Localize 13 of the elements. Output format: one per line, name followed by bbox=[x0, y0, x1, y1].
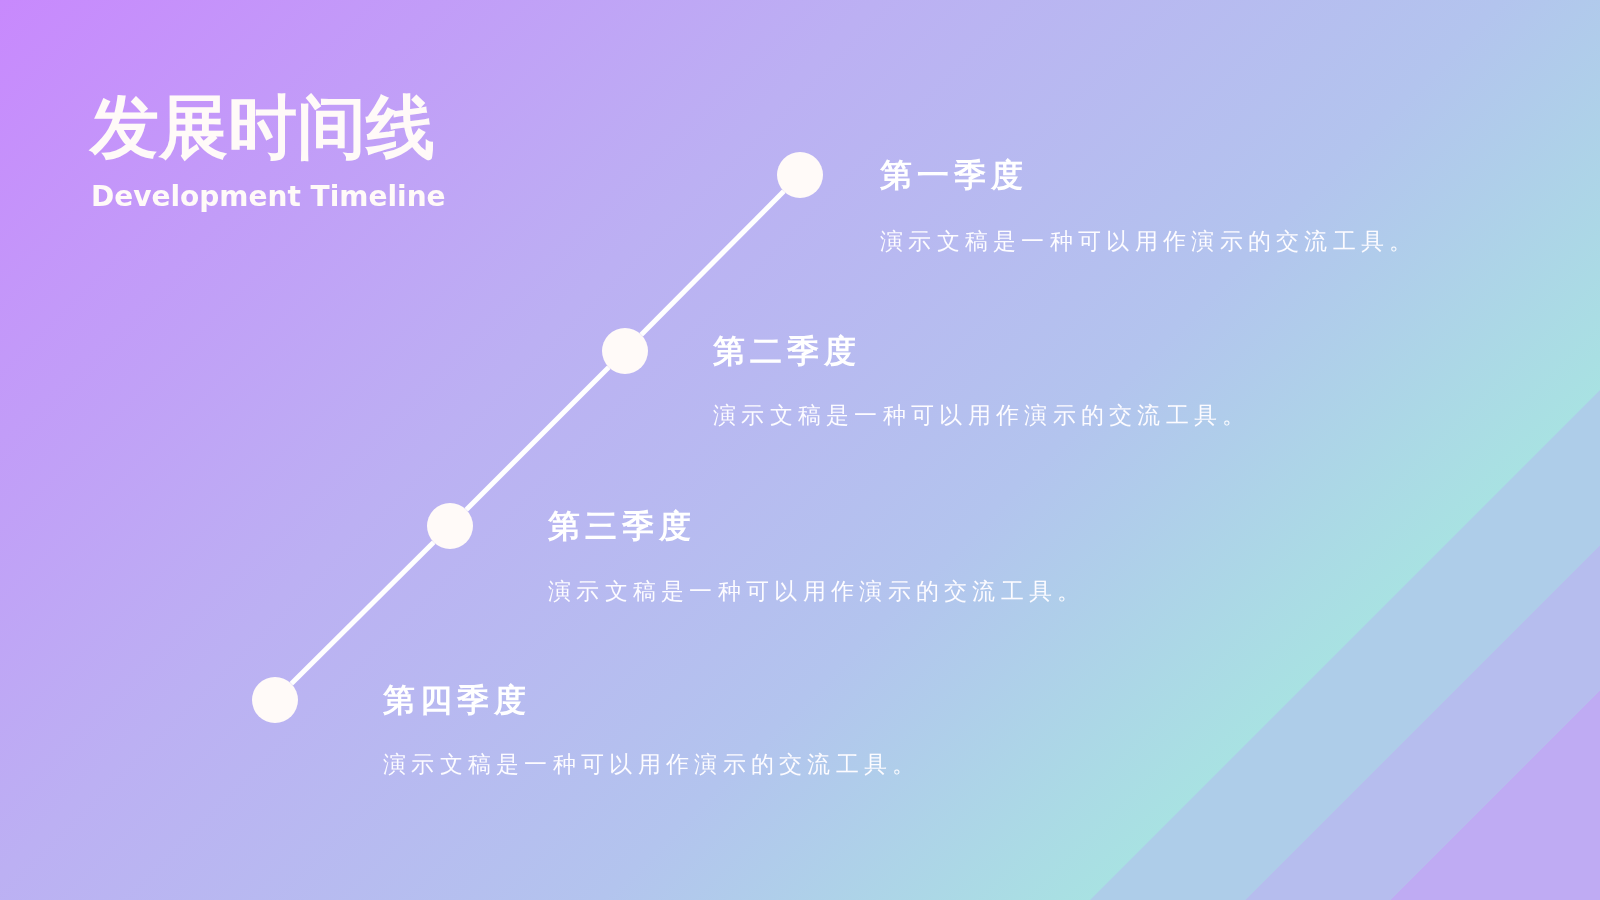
timeline-line bbox=[289, 540, 436, 686]
description-text: 演示文稿是一种可以用作演示的交流工具。 bbox=[548, 578, 1086, 606]
quarter-heading: 第三季度 bbox=[548, 506, 696, 546]
timeline-line bbox=[464, 365, 611, 512]
description-text: 演示文稿是一种可以用作演示的交流工具。 bbox=[713, 402, 1251, 430]
quarter-heading: 第二季度 bbox=[713, 331, 861, 371]
description-text: 演示文稿是一种可以用作演示的交流工具。 bbox=[383, 751, 921, 779]
quarter-heading: 第一季度 bbox=[880, 155, 1028, 195]
slide-title: 发展时间线 bbox=[90, 88, 435, 168]
quarter-heading: 第四季度 bbox=[383, 680, 531, 720]
timeline-line bbox=[639, 189, 786, 337]
slide-subtitle: Development Timeline bbox=[91, 180, 446, 214]
description-text: 演示文稿是一种可以用作演示的交流工具。 bbox=[880, 228, 1418, 256]
